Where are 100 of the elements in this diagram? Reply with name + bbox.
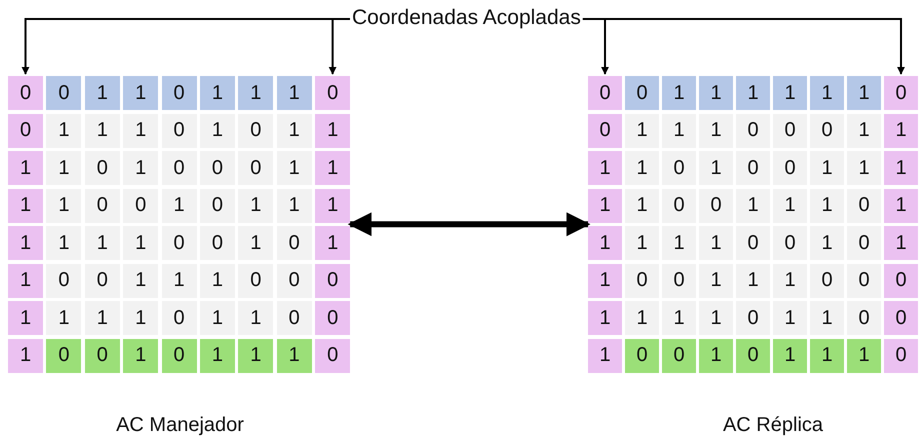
bit-cell: 1 xyxy=(276,151,312,185)
bit-cell: 1 xyxy=(162,188,197,222)
bit-cell: 0 xyxy=(200,226,235,260)
bit-cell: 0 xyxy=(625,76,659,110)
bit-cell: 0 xyxy=(315,338,350,372)
bit-cell: 0 xyxy=(810,114,844,148)
bit-cell: 1 xyxy=(84,76,120,110)
bit-cell: 1 xyxy=(123,226,158,260)
bit-cell: 1 xyxy=(773,264,807,298)
bit-cell: 0 xyxy=(84,188,120,222)
bit-cell: 0 xyxy=(276,301,312,335)
bit-cell: 0 xyxy=(588,114,622,148)
bit-cell: 1 xyxy=(773,76,807,110)
bit-cell: 1 xyxy=(200,264,235,298)
bit-cell: 1 xyxy=(276,114,312,148)
bit-cell: 0 xyxy=(200,188,235,222)
bit-cell: 1 xyxy=(736,264,770,298)
bit-cell: 1 xyxy=(588,226,622,260)
bit-cell: 0 xyxy=(736,151,770,185)
bit-cell: 0 xyxy=(162,338,197,372)
double-arrow xyxy=(348,212,590,236)
bit-cell: 1 xyxy=(84,226,120,260)
bit-cell: 0 xyxy=(84,264,120,298)
bit-cell: 1 xyxy=(315,188,350,222)
bit-cell: 1 xyxy=(200,301,235,335)
bit-cell: 1 xyxy=(123,151,158,185)
bit-cell: 1 xyxy=(8,226,43,260)
bit-cell: 1 xyxy=(588,301,622,335)
bit-cell: 1 xyxy=(699,264,733,298)
bit-cell: 1 xyxy=(276,188,312,222)
bit-cell: 0 xyxy=(315,301,350,335)
heading-label: Coordenadas Acopladas xyxy=(350,6,583,30)
bit-cell: 1 xyxy=(238,301,274,335)
arrow xyxy=(582,18,905,75)
bit-cell: 0 xyxy=(736,114,770,148)
bit-cell: 1 xyxy=(884,226,918,260)
coupled-column xyxy=(8,76,43,372)
bit-cell: 1 xyxy=(162,264,197,298)
bit-cell: 1 xyxy=(625,226,659,260)
bit-cell: 0 xyxy=(625,338,659,372)
bit-cell: 1 xyxy=(46,226,82,260)
bit-cell: 1 xyxy=(699,338,733,372)
bit-cell: 0 xyxy=(276,264,312,298)
bit-cell: 1 xyxy=(847,114,881,148)
arrow xyxy=(328,18,350,75)
bit-cell: 1 xyxy=(625,114,659,148)
bit-cell: 0 xyxy=(123,188,158,222)
bit-cell: 0 xyxy=(736,226,770,260)
bit-cell: 1 xyxy=(662,226,696,260)
bit-cell: 0 xyxy=(238,114,274,148)
bit-cell: 0 xyxy=(699,188,733,222)
bit-cell: 0 xyxy=(847,226,881,260)
bit-cell: 0 xyxy=(884,301,918,335)
bit-cell: 1 xyxy=(736,76,770,110)
bit-cell: 1 xyxy=(123,338,158,372)
bit-cell: 1 xyxy=(588,151,622,185)
coupled-column xyxy=(884,76,918,372)
bit-cell: 0 xyxy=(773,226,807,260)
bit-cell: 0 xyxy=(162,114,197,148)
bit-cell: 0 xyxy=(662,338,696,372)
bit-cell: 1 xyxy=(8,301,43,335)
bit-cell: 1 xyxy=(699,151,733,185)
bit-cell: 1 xyxy=(238,338,274,372)
bit-cell: 1 xyxy=(810,188,844,222)
bit-cell: 1 xyxy=(8,264,43,298)
bit-cell: 0 xyxy=(662,264,696,298)
bit-cell: 1 xyxy=(847,76,881,110)
bit-cell: 1 xyxy=(315,151,350,185)
bit-cell: 0 xyxy=(162,226,197,260)
bit-cell: 1 xyxy=(238,76,274,110)
bit-cell: 1 xyxy=(773,301,807,335)
bit-cell: 0 xyxy=(588,76,622,110)
bit-cell: 0 xyxy=(884,264,918,298)
bit-cell: 0 xyxy=(847,264,881,298)
bit-cell: 1 xyxy=(46,151,82,185)
bit-cell: 0 xyxy=(662,151,696,185)
bit-cell: 1 xyxy=(8,151,43,185)
bit-cell: 0 xyxy=(84,151,120,185)
bit-cell: 1 xyxy=(625,151,659,185)
grid-caption: AC Réplica xyxy=(722,414,824,437)
bit-cell: 0 xyxy=(847,188,881,222)
bit-cell: 0 xyxy=(847,301,881,335)
bit-cell: 0 xyxy=(810,264,844,298)
bit-cell: 1 xyxy=(315,226,350,260)
bit-cell: 1 xyxy=(662,301,696,335)
bit-cell: 1 xyxy=(699,301,733,335)
bit-cell: 0 xyxy=(773,114,807,148)
bit-cell: 0 xyxy=(200,151,235,185)
bit-cell: 1 xyxy=(123,114,158,148)
bit-cell: 0 xyxy=(736,301,770,335)
bit-cell: 0 xyxy=(276,226,312,260)
bit-cell: 0 xyxy=(315,76,350,110)
bit-cell: 1 xyxy=(200,76,235,110)
bit-cell: 1 xyxy=(238,226,274,260)
bit-cell: 0 xyxy=(84,338,120,372)
bit-cell: 1 xyxy=(8,188,43,222)
bit-cell: 1 xyxy=(200,114,235,148)
bit-cell: 1 xyxy=(238,188,274,222)
bit-cell: 1 xyxy=(884,188,918,222)
bit-cell: 1 xyxy=(123,301,158,335)
